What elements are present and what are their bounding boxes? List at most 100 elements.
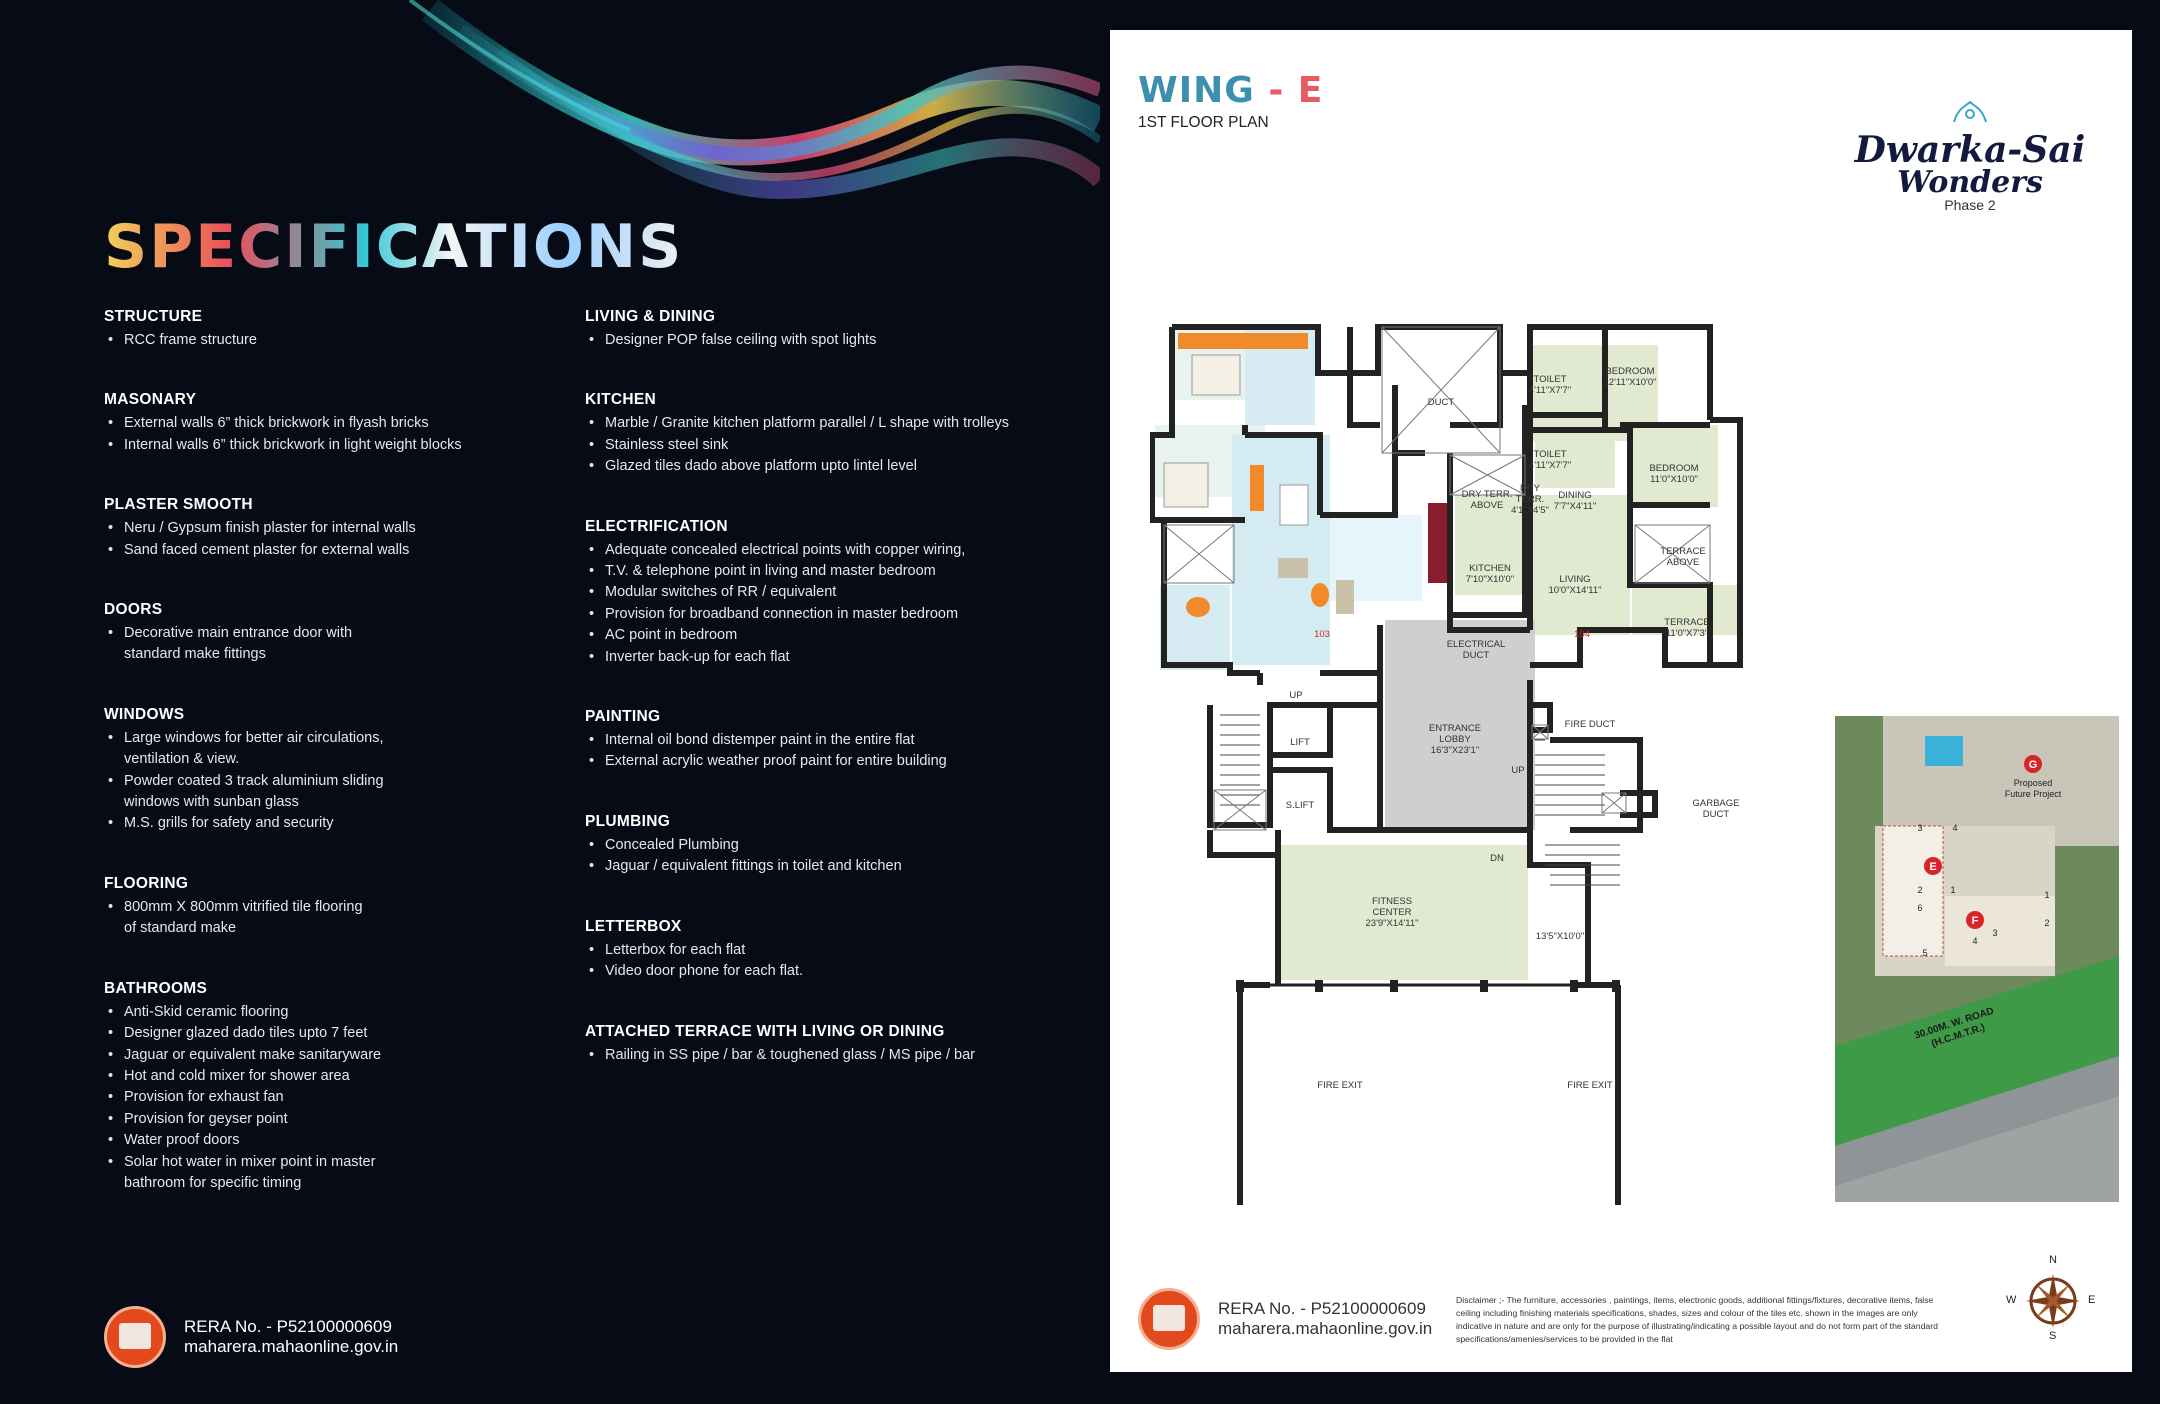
site-location-map: G Proposed Future Project E F 3 4 2 1 6 …: [1835, 716, 2119, 1202]
specs-column-left: STRUCTURE RCC frame structureMASONARYExte…: [104, 308, 564, 1234]
terrace-label: TERRACE: [1664, 617, 1709, 628]
bedroom2-label: BEDROOM: [1649, 463, 1698, 474]
floor-plan-drawing: DUCT TOILET 4'11"X7'7" BEDROOM 12'11"X10…: [1150, 324, 1743, 1205]
floor-plan-page: WING - E 1ST FLOOR PLAN Dwarka-Sai Wonde…: [1110, 30, 2132, 1372]
svg-text:4: 4: [1952, 823, 1957, 833]
bedroom1-label: BEDROOM: [1605, 366, 1654, 377]
rera-website: maharera.mahaonline.gov.in: [184, 1337, 399, 1356]
spec-list: External walls 6” thick brickwork in fly…: [104, 413, 564, 456]
specifications-page: SPECIFICATIONS STRUCTURERCC frame struct…: [0, 0, 1110, 1404]
svg-text:2: 2: [1917, 885, 1922, 895]
dry-terrace-above-label: DRY TERR.: [1462, 489, 1513, 500]
spec-heading: STRUCTURE: [104, 308, 203, 325]
dry-terrace-label: DRY: [1520, 483, 1541, 494]
svg-text:4: 4: [1972, 936, 1977, 946]
spec-heading: KITCHEN: [585, 391, 656, 409]
lobby-dim: 16'3"X23'1": [1431, 745, 1479, 756]
spec-heading: LIVING & DINING: [585, 308, 716, 325]
spec-item: Glazed tiles dado above platform upto li…: [585, 456, 1085, 478]
spec-item: Adequate concealed electrical points wit…: [585, 540, 1085, 562]
svg-text:1: 1: [2044, 890, 2049, 900]
spec-section: STRUCTURE RCC frame structure: [104, 308, 564, 352]
spec-list: Concealed PlumbingJaguar / equivalent fi…: [585, 835, 1085, 878]
spec-section: ELECTRIFICATION Adequate concealed electr…: [585, 517, 1085, 669]
spec-item: Designer glazed dado tiles upto 7 feet: [104, 1023, 564, 1045]
maharera-seal-icon: [1138, 1288, 1200, 1350]
spec-section: MASONARYExternal walls 6” thick brickwor…: [104, 391, 564, 456]
terrace-above-label-2: ABOVE: [1667, 557, 1700, 568]
spec-item: Railing in SS pipe / bar & toughened gla…: [585, 1045, 1085, 1067]
fire-exit-area: [1239, 984, 1619, 1205]
svg-text:3: 3: [1917, 823, 1922, 833]
electrical-duct-label-2: DUCT: [1463, 650, 1490, 661]
rera-number: RERA No. - P52100000609: [1218, 1299, 1426, 1318]
spec-heading: ATTACHED TERRACE WITH LIVING OR DINING: [585, 1022, 945, 1040]
fitness-label-2: CENTER: [1372, 907, 1411, 918]
spec-heading: LETTERBOX: [585, 917, 682, 935]
compass-n: N: [2049, 1254, 2057, 1266]
bedroom1-dim: 12'11"X10'0": [1604, 377, 1657, 388]
spec-item: Sand faced cement plaster for external w…: [104, 540, 564, 562]
fire-duct-label: FIRE DUCT: [1565, 719, 1616, 730]
dining-dim: 7'7"X4'11": [1554, 501, 1596, 512]
spec-item: Solar hot water in mixer point in master…: [104, 1152, 564, 1195]
spec-heading: WINDOWS: [104, 705, 185, 723]
spec-item: Internal oil bond distemper paint in the…: [585, 730, 1085, 752]
spec-section: PAINTINGInternal oil bond distemper pain…: [585, 708, 1085, 773]
dining-label: DINING: [1558, 490, 1591, 501]
garbage-duct-label-2: DUCT: [1703, 809, 1730, 820]
site-marker-f: F: [1972, 915, 1979, 927]
spec-section: PLASTER SMOOTH Neru / Gypsum finish plast…: [104, 496, 564, 561]
maharera-seal-icon: [104, 1306, 166, 1368]
spec-list: Railing in SS pipe / bar & toughened gla…: [585, 1045, 1085, 1067]
spec-heading: PLASTER SMOOTH: [104, 496, 253, 514]
wing-heading: WING - E: [1138, 70, 1323, 111]
spec-section: KITCHENMarble / Granite kitchen platform…: [585, 391, 1085, 478]
crown-icon: [1953, 100, 1987, 123]
compass-e: E: [2088, 1294, 2096, 1306]
svg-text:3: 3: [1992, 928, 1997, 938]
spec-heading: BATHROOMS: [104, 979, 208, 997]
compass-s: S: [2049, 1330, 2057, 1342]
spec-list: RCC frame structure: [104, 330, 564, 352]
duct-label: DUCT: [1428, 397, 1455, 408]
living-dim: 10'0"X14'11": [1549, 585, 1602, 596]
spec-item: Modular switches of RR / equivalent: [585, 582, 1085, 604]
spec-item: AC point in bedroom: [585, 625, 1085, 647]
spec-list: Anti-Skid ceramic flooringDesigner glaze…: [104, 1002, 564, 1195]
spec-section: PLUMBINGConcealed PlumbingJaguar / equiv…: [585, 813, 1085, 878]
living-label: LIVING: [1559, 574, 1590, 585]
brand-logo: Dwarka-Sai Wonders Phase 2: [1840, 100, 2100, 213]
terrace-above-label: TERRACE: [1660, 546, 1705, 557]
spec-item: Stainless steel sink: [585, 435, 1085, 457]
dry-terrace-dim: 4'1"X4'5": [1511, 505, 1549, 516]
fitness-label: FITNESS: [1372, 896, 1412, 907]
brand-subname: Wonders: [1897, 165, 2043, 200]
spec-section: LIVING & DINING Designer POP false ceilin…: [585, 308, 1085, 352]
spec-item: 800mm X 800mm vitrified tile flooring of…: [104, 897, 564, 940]
terrace-dim: 11'0"X7'3": [1666, 628, 1708, 639]
plan-labels: DUCT TOILET 4'11"X7'7" BEDROOM 12'11"X10…: [1286, 366, 1740, 1091]
kitchen-dim: 7'10"X10'0": [1466, 574, 1514, 585]
electrical-duct-label: ELECTRICAL: [1447, 639, 1506, 650]
up-label-1: UP: [1289, 690, 1302, 701]
lift-label: LIFT: [1290, 737, 1310, 748]
proposed-project-label-2: Future Project: [2005, 789, 2062, 799]
spec-heading: ELECTRIFICATION: [585, 517, 728, 535]
furniture: [1163, 333, 1448, 617]
brand-phase: Phase 2: [1944, 197, 1996, 213]
dn-label: DN: [1490, 853, 1504, 864]
site-marker-e: E: [1929, 861, 1936, 873]
room-dim: 13'5"X10'0": [1536, 931, 1584, 942]
spec-item: Decorative main entrance door with stand…: [104, 623, 564, 666]
spec-item: Water proof doors: [104, 1130, 564, 1152]
spec-item: Provision for broadband connection in ma…: [585, 604, 1085, 626]
spec-section: LETTERBOXLetterbox for each flatVideo do…: [585, 918, 1085, 983]
spec-item: Designer POP false ceiling with spot lig…: [585, 330, 1085, 352]
dry-terrace-label-2: TERR.: [1516, 494, 1545, 505]
svg-text:1: 1: [1950, 885, 1955, 895]
spec-section: FLOORING800mm X 800mm vitrified tile flo…: [104, 875, 564, 940]
stairs: [1220, 714, 1620, 886]
spec-list: Neru / Gypsum finish plaster for interna…: [104, 518, 564, 561]
spec-section: BATHROOMS Anti-Skid ceramic flooringDesig…: [104, 980, 564, 1195]
